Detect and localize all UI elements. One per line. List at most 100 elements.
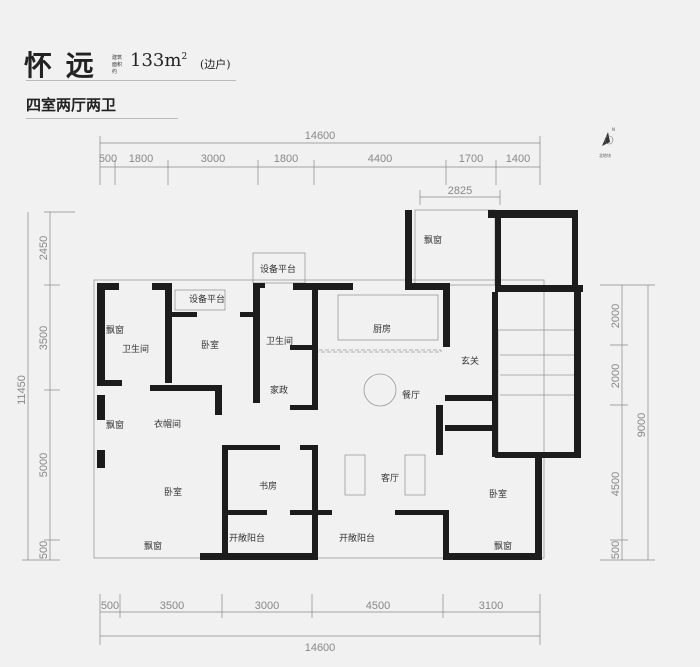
label-foyer: 玄关 (461, 355, 479, 367)
dim-top-0: 500 (99, 153, 117, 165)
wall (312, 510, 332, 515)
label-bedroom-1: 卧室 (201, 339, 219, 351)
wall (443, 283, 450, 347)
dim-top-6: 1400 (506, 153, 530, 165)
wall (215, 385, 222, 415)
dimension-labels: 14600 500 1800 3000 1800 4400 1700 1400 2825 500 3… (16, 130, 648, 654)
wall (445, 395, 493, 401)
wall (290, 510, 318, 515)
wall (152, 283, 172, 290)
wall (445, 425, 493, 431)
compass-label: 北地块 (599, 152, 611, 158)
wall (97, 283, 119, 290)
layout-title: 四室两厅两卫 (26, 96, 117, 114)
label-equip-platform-left: 设备平台 (189, 293, 225, 305)
label-kitchen: 厨房 (373, 323, 391, 335)
wall (222, 445, 228, 560)
wall (222, 445, 280, 450)
label-dining: 餐厅 (402, 389, 420, 401)
wall (405, 210, 412, 288)
dim-top-2: 3000 (201, 153, 225, 165)
area-number: 133m (130, 50, 182, 71)
wall (495, 285, 583, 292)
dim-bottom-0: 500 (101, 600, 119, 612)
north-arrow-icon (602, 132, 614, 146)
wall (535, 455, 542, 560)
wall (436, 405, 443, 455)
dim-left-0: 2450 (38, 236, 50, 260)
dim-right-3: 500 (610, 541, 622, 559)
wall (574, 285, 581, 455)
wall (405, 283, 445, 290)
label-study: 书房 (259, 480, 277, 492)
dim-bottom-4: 3100 (479, 600, 503, 612)
wall (492, 292, 498, 457)
dim-bottom-2: 3000 (255, 600, 279, 612)
wall (97, 283, 105, 383)
wall (300, 445, 318, 450)
unit-type: (边户) (200, 58, 231, 71)
dim-right-2: 4500 (610, 472, 622, 496)
dimension-lines (22, 136, 655, 645)
label-bay-window-1: 飘窗 (106, 324, 124, 336)
label-bay-window-4: 飘窗 (494, 540, 512, 552)
label-bay-window-5: 飘窗 (424, 234, 442, 246)
dim-top-secondary: 2825 (448, 185, 472, 197)
dim-left-3: 500 (38, 541, 50, 559)
dim-top-5: 1700 (459, 153, 483, 165)
label-walk-in-closet: 衣帽间 (154, 418, 181, 430)
dim-left-2: 5000 (38, 453, 50, 477)
dim-bottom-3: 4500 (366, 600, 390, 612)
dim-top-total: 14600 (305, 130, 336, 142)
wall (172, 312, 197, 317)
dim-bottom-total: 14600 (305, 642, 336, 654)
wall (312, 445, 318, 560)
dim-right-1: 2000 (610, 364, 622, 388)
wall (293, 283, 353, 290)
dim-right-0: 2000 (610, 304, 622, 328)
wall (443, 510, 449, 560)
dim-top-1: 1800 (129, 153, 153, 165)
label-bedroom-2: 卧室 (164, 486, 182, 498)
wall (443, 553, 542, 560)
wall (572, 210, 578, 290)
label-balcony-2: 开敞阳台 (339, 532, 375, 544)
layout-underline (26, 118, 178, 119)
dim-top-3: 1800 (274, 153, 298, 165)
dim-left-1: 3500 (38, 326, 50, 350)
dim-bottom-1: 3500 (160, 600, 184, 612)
wall (395, 510, 443, 515)
label-equip-platform-top: 设备平台 (260, 263, 296, 275)
dim-right-total: 9000 (636, 413, 648, 437)
label-bathroom-2: 卫生间 (266, 335, 293, 347)
label-bedroom-3: 卧室 (489, 488, 507, 500)
title-underline (26, 80, 236, 81)
compass-north: N (612, 127, 615, 132)
wall (240, 312, 258, 317)
wall (200, 553, 222, 560)
dim-top-4: 4400 (368, 153, 392, 165)
label-bathroom-1: 卫生间 (122, 343, 149, 355)
wall (220, 553, 318, 560)
area-value: 133m2 (130, 50, 187, 71)
wall (97, 395, 105, 420)
wall (253, 283, 265, 288)
room-labels: 设备平台设备平台飘窗卫生间卧室卫生间厨房玄关家政餐厅飘窗衣帽间卧室书房客厅卧室开… (106, 234, 512, 552)
label-balcony-1: 开敞阳台 (229, 532, 265, 544)
area-label: 建筑面积约 (112, 55, 123, 75)
dim-left-total: 11450 (16, 375, 28, 405)
wall (222, 510, 267, 515)
label-bay-window-2: 飘窗 (106, 419, 124, 431)
area-sup: 2 (181, 52, 188, 62)
wall (97, 380, 122, 386)
wall (495, 210, 501, 290)
outline-lines (93, 209, 579, 559)
wall (290, 345, 314, 350)
wall (488, 210, 578, 218)
project-title: 怀 远 (24, 49, 96, 82)
wall (150, 385, 220, 391)
walls (97, 210, 583, 560)
label-housekeeping: 家政 (270, 384, 288, 396)
wall (290, 405, 318, 410)
